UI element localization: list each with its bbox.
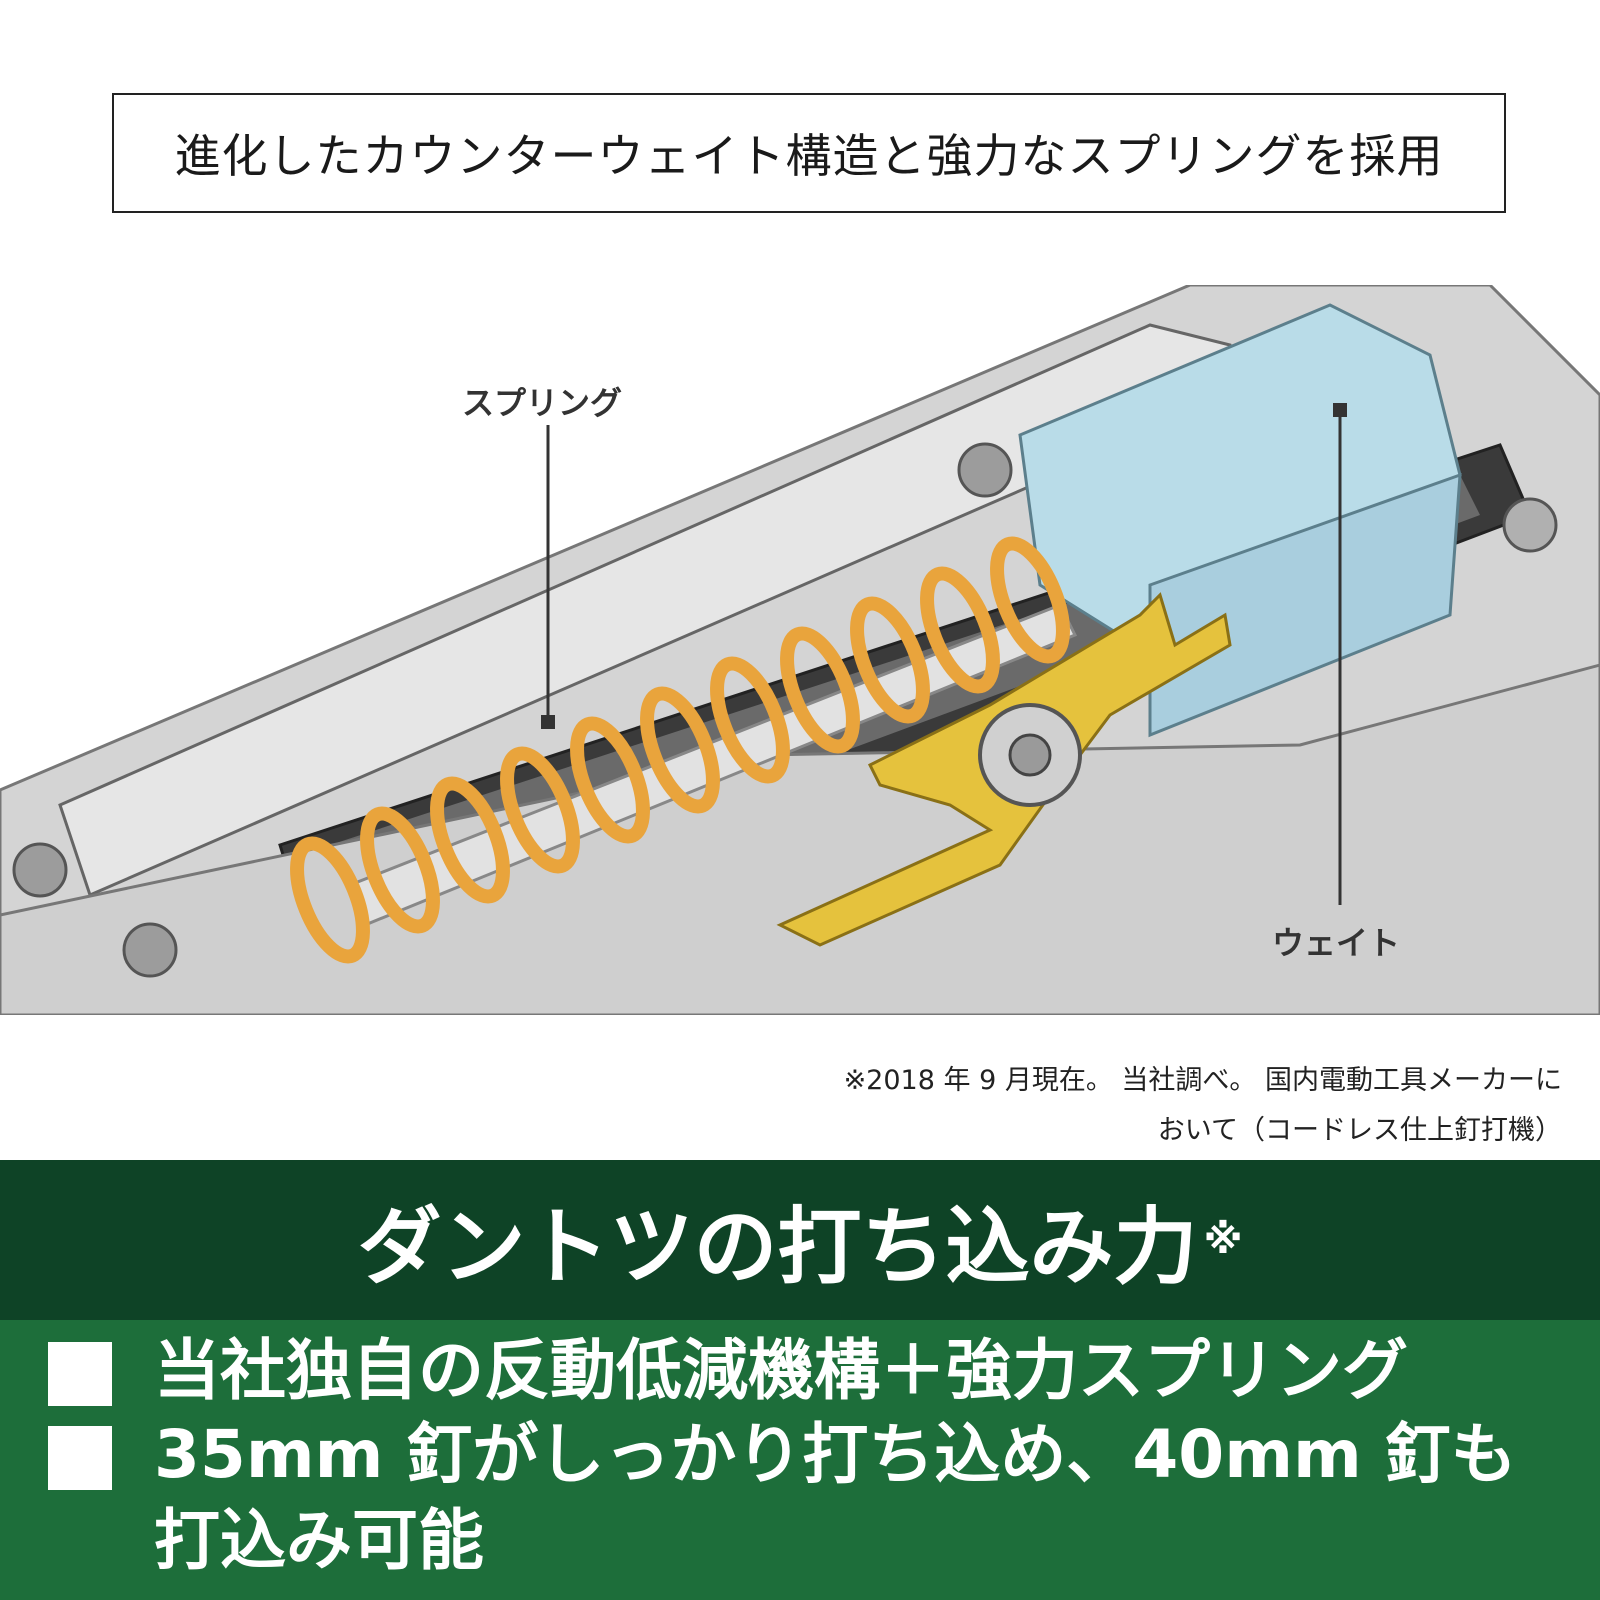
weight-label: ウェイト: [1272, 924, 1401, 962]
bullet-square-icon: [48, 1426, 112, 1490]
spring-coil: [710, 656, 790, 784]
mechanism-diagram: [0, 285, 1600, 1015]
title-box: 進化したカウンターウェイト構造と強力なスプリングを採用: [112, 93, 1506, 213]
bullet-square-icon: [48, 1342, 112, 1406]
spring-coil: [430, 776, 510, 904]
spring-coil: [780, 626, 860, 754]
spring-coil: [570, 716, 650, 844]
headline: ダントツの打ち込み力: [357, 1197, 1198, 1296]
spring-label: スプリング: [462, 384, 623, 422]
page-title: 進化したカウンターウェイト構造と強力なスプリングを採用: [174, 129, 1444, 183]
spring-coil: [990, 536, 1070, 664]
features-band: [0, 1320, 1600, 1600]
lever-pivot-center: [1008, 733, 1052, 777]
frame-hole: [1502, 497, 1558, 553]
headline-note-mark: ※: [1203, 1217, 1243, 1263]
spring-callout-dot: [541, 715, 555, 729]
frame-hole: [122, 922, 178, 978]
spring-coil: [360, 806, 440, 934]
feature-item: 当社独自の反動低減機構＋強力スプリング: [48, 1328, 1574, 1414]
spring-coil: [500, 746, 580, 874]
feature-text: 当社独自の反動低減機構＋強力スプリング: [154, 1332, 1408, 1409]
spring-coils: [290, 536, 1070, 964]
headline-band: ダントツの打ち込み力 ※: [0, 1160, 1600, 1320]
feature-item: 35mm 釘がしっかり打ち込め、40mm 釘も打込み可能: [48, 1412, 1574, 1584]
footnote-line-1: ※2018 年 9 月現在。 当社調べ。 国内電動工具メーカーに: [843, 1065, 1562, 1096]
frame-hole: [957, 442, 1013, 498]
frame-hole: [12, 842, 68, 898]
feature-text: 35mm 釘がしっかり打ち込め、40mm 釘も打込み可能: [154, 1416, 1517, 1579]
mechanism-illustration: [0, 285, 1600, 1015]
weight-callout-dot: [1333, 403, 1347, 417]
spring-coil: [290, 836, 370, 964]
spring-coil: [850, 596, 930, 724]
spring-coil: [640, 686, 720, 814]
footnote-line-2: おいて（コードレス仕上釘打機）: [1157, 1115, 1562, 1146]
spring-coil: [920, 566, 1000, 694]
